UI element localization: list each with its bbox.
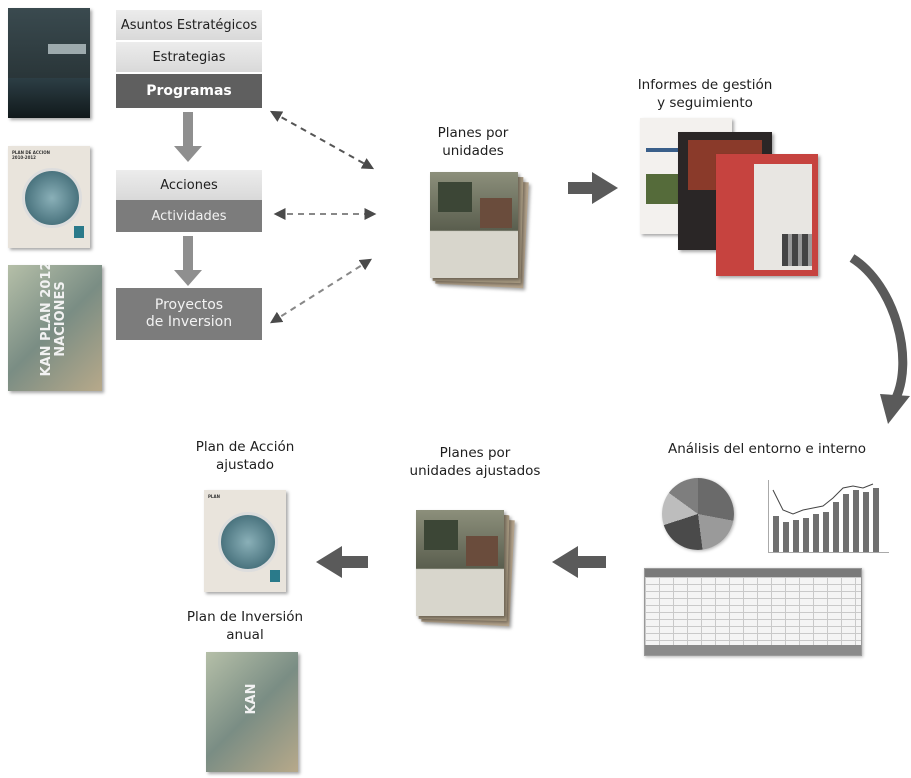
box-estrategias: Estrategias: [116, 42, 262, 72]
table-thumbnail: [644, 568, 862, 656]
cover-kan-left: KAN PLAN 2012 NACIONES: [8, 265, 102, 391]
cover-kan-text: KAN PLAN 2012 NACIONES: [39, 265, 68, 377]
curved-arrow-to-analisis: [849, 254, 908, 403]
doc-stack-planes-unidades: [430, 172, 530, 292]
cover-plan-accion-bottom: PLAN: [204, 490, 286, 592]
label-planes-ajustados: Planes por unidades ajustados: [409, 445, 541, 479]
box-programas: Programas: [116, 74, 262, 108]
doc-stack-informes: [640, 118, 822, 280]
right-arrow-to-informes: [568, 172, 618, 204]
cover-plan-accion-left: PLAN DE ACCION 2010-2012: [8, 146, 90, 248]
cover-title-text: PLAN DE ACCION 2010-2012: [12, 150, 50, 160]
left-arrow-to-planes-ajustados: [552, 546, 606, 578]
box-actividades: Actividades: [116, 200, 262, 232]
curved-arrowhead: [880, 394, 910, 424]
cover-top-left: [8, 8, 90, 118]
doc-stack-planes-ajustados: [416, 510, 516, 630]
pie-chart-thumbnail: [662, 478, 734, 550]
cover-kan-bottom: KAN: [206, 652, 298, 772]
label-plan-accion: Plan de Acción ajustado: [195, 439, 295, 473]
bar-chart-thumbnail: [768, 480, 889, 553]
label-plan-inversion: Plan de Inversión anual: [186, 609, 304, 643]
down-arrow-actividades-proyectos: [174, 236, 202, 286]
label-informes: Informes de gestión y seguimiento: [637, 77, 773, 111]
dashed-connector-proyectos: [269, 258, 373, 324]
left-arrow-to-plan-accion: [316, 546, 368, 578]
down-arrow-programas-acciones: [174, 112, 202, 162]
dashed-connector-programas: [269, 110, 375, 170]
label-analisis: Análisis del entorno e interno: [667, 441, 867, 457]
box-acciones: Acciones: [116, 170, 262, 200]
label-planes-unidades: Planes por unidades: [437, 125, 509, 159]
box-proyectos-inversion: Proyectos de Inversion: [116, 288, 262, 340]
box-asuntos-estrategicos: Asuntos Estratégicos: [116, 10, 262, 40]
